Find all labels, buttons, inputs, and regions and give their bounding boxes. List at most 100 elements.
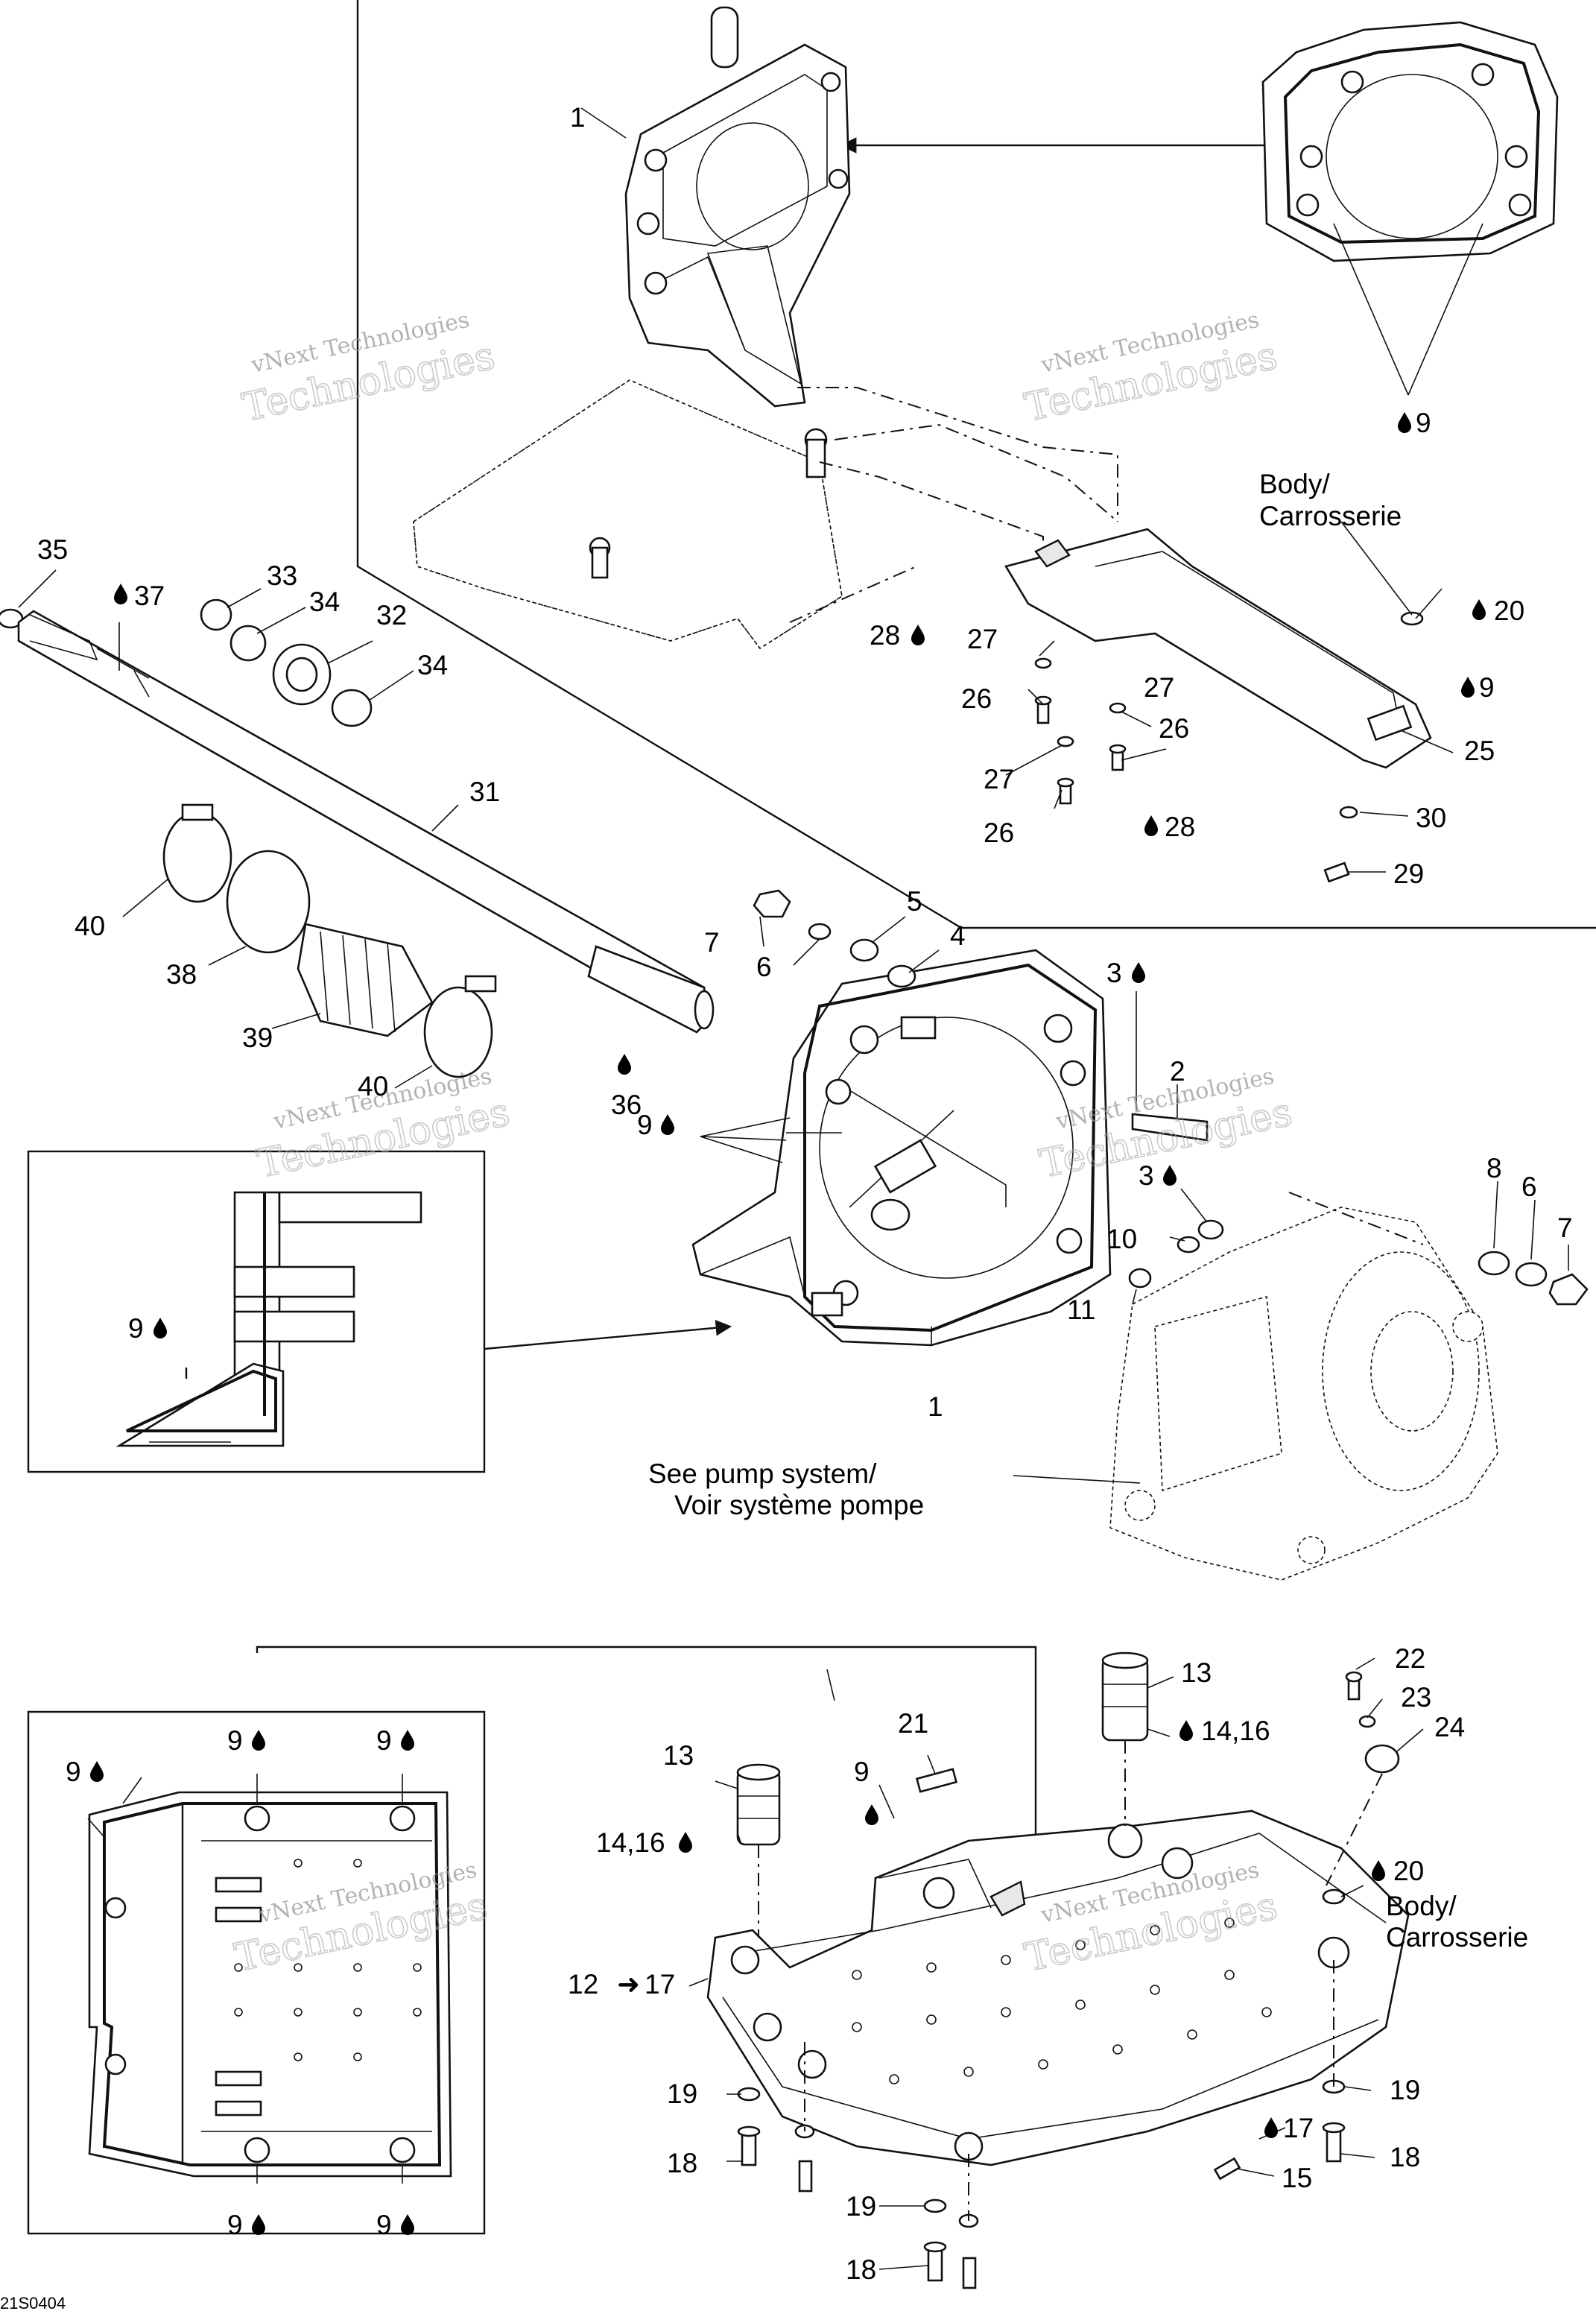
inset-skid-plate: [27, 1710, 486, 2235]
deck-plate-top: [413, 379, 843, 650]
callout-label: 6: [1521, 1172, 1537, 1202]
callout-label: 19: [667, 2079, 697, 2109]
drop-icon: [679, 1832, 692, 1853]
callout-label: 9: [66, 1757, 81, 1787]
part-labels: 1 1 2 3 3 4 5 6 6 7 7 8 9 9 9 9 9 9 9 9 …: [37, 102, 1573, 2285]
callout-label: 9: [1479, 672, 1495, 703]
fasteners-top: [1034, 611, 1424, 883]
rear-bracket: [1004, 528, 1432, 769]
callout-label: 14,16: [596, 1827, 665, 1858]
callout-label: 28: [870, 620, 900, 651]
notes: Body/ Carrosserie Body/ Carrosserie See …: [648, 469, 1528, 1953]
callout-label: 7: [704, 927, 720, 958]
callout-label: 30: [1416, 803, 1446, 833]
callout-label: 3: [1106, 958, 1122, 988]
callout-label: 13: [663, 1740, 694, 1771]
frame-lines: [256, 0, 1596, 1970]
drop-icon: [618, 1054, 631, 1075]
callout-label: 26: [961, 683, 992, 714]
callout-label: 14,16: [1201, 1716, 1270, 1746]
inset-seal-top: [1261, 21, 1559, 396]
leader-lines: [18, 521, 1569, 2270]
drop-icon: [1398, 412, 1411, 433]
callout-label: 38: [166, 959, 197, 990]
callout-label: 26: [984, 818, 1014, 848]
callout-label: 27: [1144, 672, 1174, 703]
drop-icon: [865, 1804, 878, 1825]
drop-icon: [153, 1318, 167, 1338]
pump-support-main: [691, 949, 1112, 1347]
callout-label: 9: [128, 1313, 144, 1344]
note-pump-system: Voir système pompe: [674, 1490, 924, 1520]
callout-label: 9: [854, 1757, 870, 1787]
drop-icon: [90, 1761, 104, 1782]
inset-seal-middle: [27, 1150, 732, 1473]
callout-label: 33: [267, 560, 297, 591]
drop-icon: [114, 584, 127, 604]
drop-icon: [1163, 1165, 1177, 1186]
skid-plate-main: [706, 1809, 1410, 2166]
drop-icon: [1372, 1860, 1385, 1881]
callout-label: 18: [1390, 2142, 1420, 2172]
drop-icon: [911, 625, 925, 645]
drop-icon: [1461, 677, 1475, 698]
note-body-bottom: Carrosserie: [1386, 1922, 1528, 1953]
callout-label: 20: [1393, 1856, 1424, 1886]
drop-icon: [252, 2214, 265, 2235]
callout-label: 19: [846, 2191, 876, 2222]
callout-label: 13: [1181, 1657, 1212, 1688]
callout-label: 29: [1393, 859, 1424, 889]
callout-label: 25: [1464, 736, 1495, 766]
callout-label: 12: [568, 1969, 598, 2000]
callout-label: 6: [756, 952, 772, 982]
drop-icon: [1179, 1720, 1193, 1741]
callout-label: 2: [1170, 1056, 1185, 1087]
callout-label: 28: [1165, 812, 1195, 842]
callout-label: 15: [1282, 2163, 1312, 2193]
hardware-middle: [753, 889, 1589, 1306]
drop-icon: [401, 1730, 414, 1751]
callout-label: 22: [1395, 1643, 1425, 1674]
callout-label: 8: [1486, 1153, 1502, 1183]
callout-label: 9: [637, 1110, 653, 1140]
arrow-right-icon: ➜: [617, 1969, 640, 2000]
callout-label: 31: [469, 777, 500, 807]
callout-label: 36: [611, 1090, 642, 1120]
callout-label: 24: [1434, 1712, 1465, 1742]
drop-icon: [401, 2214, 414, 2235]
callout-label: 26: [1159, 713, 1189, 744]
callout-label: 40: [358, 1071, 388, 1101]
callout-label: 20: [1494, 595, 1524, 626]
callout-label: 11: [1067, 1294, 1095, 1325]
drop-icon: [1472, 599, 1486, 620]
note-body-top: Carrosserie: [1259, 501, 1402, 531]
callout-label: 18: [846, 2254, 876, 2285]
callout-label: 9: [227, 1725, 243, 1756]
callout-label: 3: [1139, 1160, 1154, 1191]
callout-label: 39: [242, 1022, 273, 1053]
callout-label: 9: [227, 2210, 243, 2240]
drop-icon: [1132, 962, 1145, 983]
callout-label: 10: [1106, 1224, 1137, 1254]
callout-label: 27: [967, 624, 998, 654]
drop-icon: [1264, 2117, 1278, 2138]
callout-label: 34: [309, 587, 340, 617]
callout-label: 19: [1390, 2075, 1420, 2105]
callout-label: 9: [376, 1725, 392, 1756]
callout-label: 17: [1283, 2113, 1314, 2143]
callout-label: 4: [950, 920, 966, 951]
callout-label: 1: [570, 102, 586, 133]
callout-label: 23: [1401, 1682, 1431, 1713]
callout-label: 37: [134, 581, 165, 611]
diagram-code: 21S0404: [0, 2294, 66, 2313]
note-body-top: Body/: [1259, 469, 1330, 499]
callout-label: 32: [376, 600, 407, 630]
callout-label: 34: [417, 650, 448, 680]
drop-icon: [661, 1114, 674, 1135]
callout-label: 35: [37, 534, 68, 565]
note-body-bottom: Body/: [1386, 1891, 1457, 1921]
pump-support-top: [580, 6, 851, 408]
callout-label: 40: [75, 911, 105, 941]
